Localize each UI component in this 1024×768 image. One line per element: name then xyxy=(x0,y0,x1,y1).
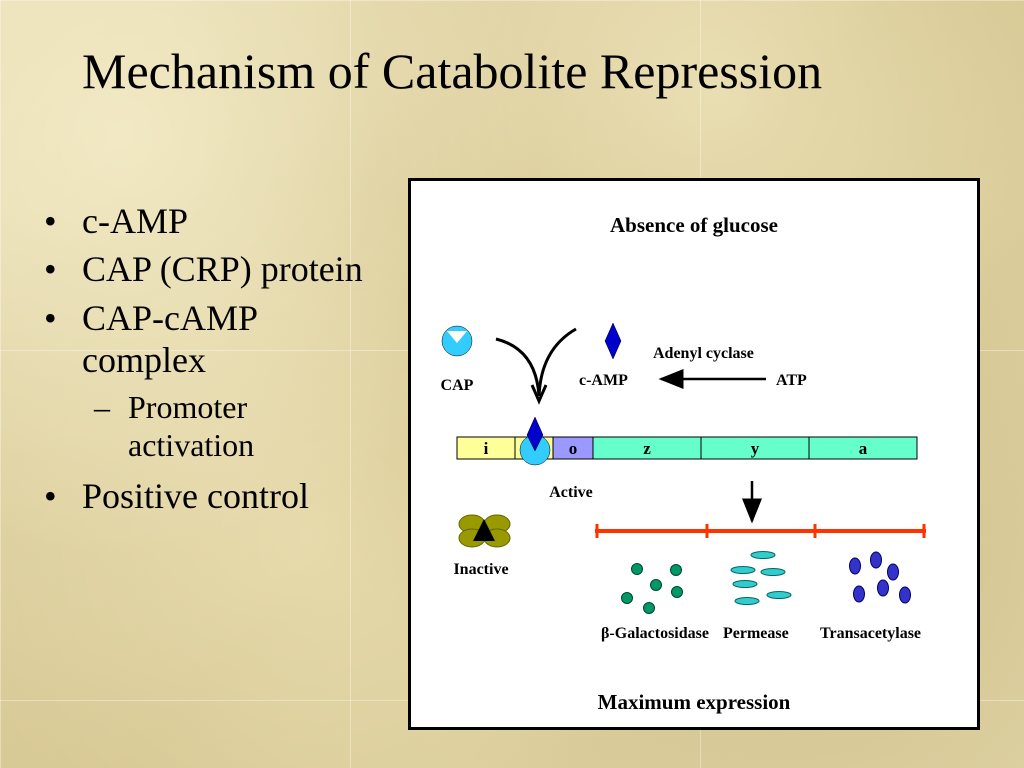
active-label: Active xyxy=(549,484,593,501)
bullet-text: Positive control xyxy=(82,475,309,516)
binding-arrowhead xyxy=(530,384,548,405)
product-label-transacetylase: Transacetylase xyxy=(820,625,921,642)
camp-label: c-AMP xyxy=(579,372,628,389)
bullet-dot-icon: • xyxy=(44,475,57,516)
operon-label-i: i xyxy=(484,439,489,458)
slide-title: Mechanism of Catabolite Repression xyxy=(82,43,823,99)
product-label-permease: Permease xyxy=(723,625,789,642)
bullet-text: c-AMP xyxy=(82,201,188,241)
bullet-dot-icon: • xyxy=(44,297,57,338)
cap-label: CAP xyxy=(441,377,474,394)
diagram-heading: Absence of glucose xyxy=(610,213,778,237)
camp-molecule-icon xyxy=(604,322,622,360)
transacetylase-icon xyxy=(849,551,911,604)
inactive-repressor-icon xyxy=(458,514,511,548)
mrna-strand xyxy=(595,524,926,538)
sub-bullet-item: – Promoter activation xyxy=(40,388,380,465)
operon-label-z: z xyxy=(643,439,651,458)
bullet-item: • CAP (CRP) protein xyxy=(40,248,380,290)
sub-bullet-text: Promoter activation xyxy=(128,388,255,464)
beta-galactosidase-icon xyxy=(621,563,683,614)
bullet-item: • c-AMP xyxy=(40,200,380,242)
bullet-item: • CAP-cAMP complex xyxy=(40,297,380,382)
bullet-dot-icon: • xyxy=(44,249,57,290)
binding-arrow-right xyxy=(537,327,577,397)
product-label-beta-galactosidase: β-Galactosidase xyxy=(601,625,709,642)
cap-camp-complex-icon xyxy=(519,416,551,466)
diagram-canvas: Absence of glucose CAP Adenyl cyclase c-… xyxy=(441,213,926,714)
bullet-dot-icon: • xyxy=(44,201,57,241)
bullet-item: • Positive control xyxy=(40,475,380,517)
bullet-text: CAP-cAMP complex xyxy=(82,297,257,381)
sub-bullet-dash-icon: – xyxy=(94,388,110,425)
operon-label-a: a xyxy=(859,439,868,458)
adenyl-cyclase-label: Adenyl cyclase xyxy=(653,345,754,362)
bullet-text: CAP (CRP) protein xyxy=(82,249,363,290)
cap-protein-icon xyxy=(441,325,473,357)
operon-label-y: y xyxy=(751,439,760,458)
inactive-label: Inactive xyxy=(453,561,508,578)
operon-segment-a xyxy=(808,436,918,460)
diagram-footer: Maximum expression xyxy=(598,690,791,714)
atp-label: ATP xyxy=(776,372,807,389)
catabolite-repression-diagram: Absence of glucose CAP Adenyl cyclase c-… xyxy=(408,178,980,730)
permease-icon xyxy=(730,551,792,605)
binding-arrow-left xyxy=(495,337,541,397)
bullet-list: • c-AMP • CAP (CRP) protein • CAP-cAMP c… xyxy=(40,200,380,523)
operon-label-o: o xyxy=(569,439,578,458)
